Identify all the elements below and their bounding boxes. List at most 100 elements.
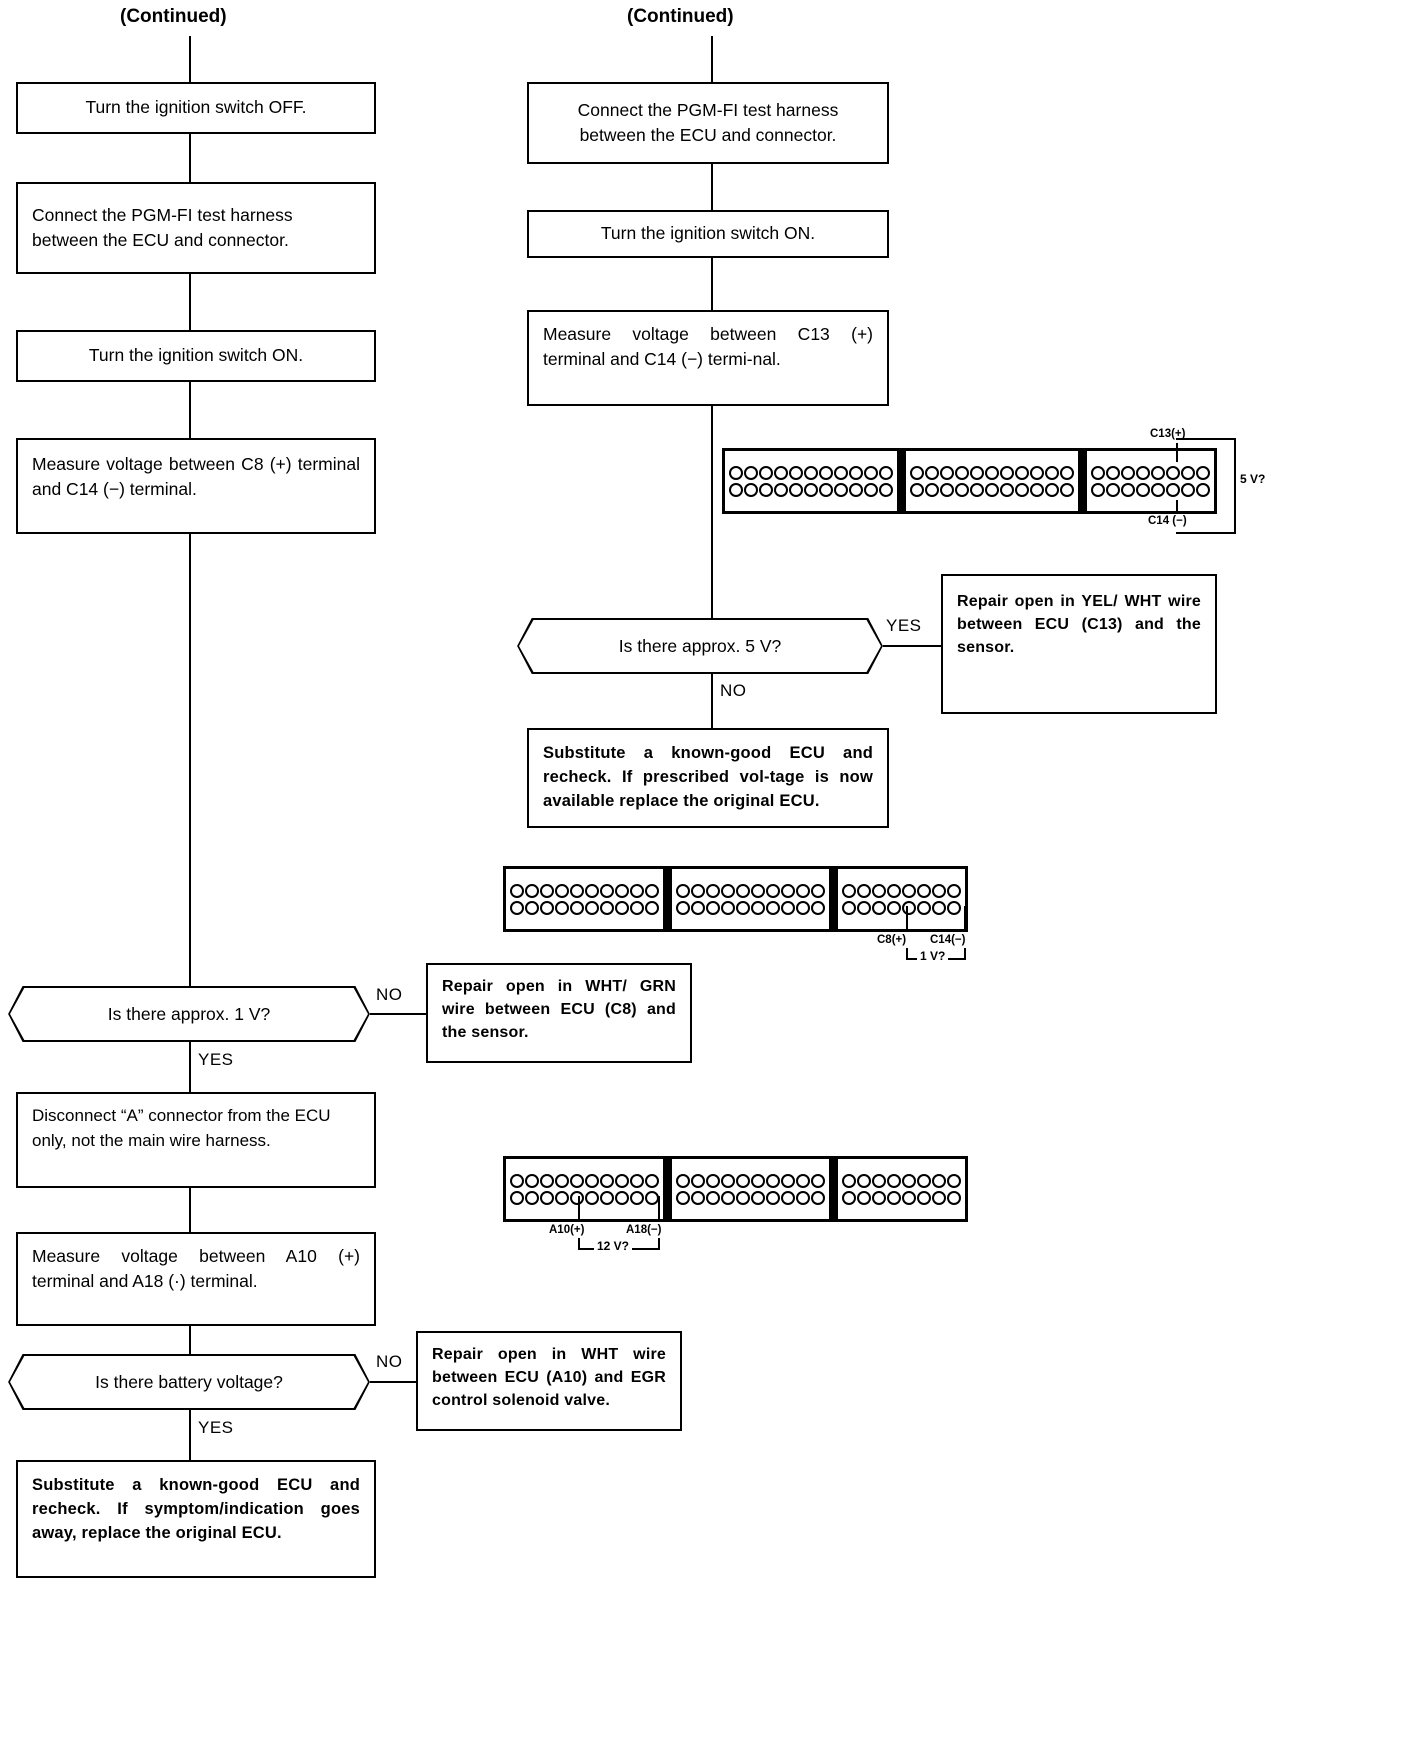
pin	[910, 482, 924, 497]
pin	[510, 1190, 524, 1205]
pin	[1121, 482, 1135, 497]
pin	[887, 1173, 901, 1188]
connector-label-a18-minus: A18(−)	[626, 1224, 662, 1236]
branch-label-5v-no: NO	[720, 681, 747, 700]
pin	[630, 1190, 644, 1205]
branch-line-battery-no	[370, 1381, 416, 1383]
pin-row-top	[842, 1173, 961, 1188]
pin	[585, 1190, 599, 1205]
pin	[1196, 482, 1210, 497]
action-substitute-ecu-final-text: Substitute a known-good ECU and recheck.…	[32, 1476, 360, 1542]
pin	[887, 1190, 901, 1205]
pin	[630, 900, 644, 915]
decision-approx-5v-text: Is there approx. 5 V?	[618, 635, 782, 656]
pin	[774, 465, 788, 480]
pin	[676, 883, 690, 898]
flow-line-left-5	[189, 1188, 191, 1232]
pin	[1060, 465, 1074, 480]
branch-label-battery-yes: YES	[198, 1418, 234, 1437]
pin	[811, 1190, 825, 1205]
measure-label-12v: 12 V?	[594, 1239, 633, 1253]
decision-approx-1v-fill	[10, 988, 368, 1040]
pin	[1136, 465, 1150, 480]
pin	[555, 883, 569, 898]
step-connect-harness-left: Connect the PGM-FI test harness between …	[16, 182, 376, 274]
pin	[744, 465, 758, 480]
pin	[751, 1190, 765, 1205]
action-repair-c13-wire: Repair open in YEL/ WHT wire between ECU…	[941, 574, 1217, 714]
branch-line-1v-no	[370, 1013, 426, 1015]
flow-line-right-3	[711, 406, 713, 618]
pin	[834, 465, 848, 480]
pin	[615, 1173, 629, 1188]
pin	[721, 1190, 735, 1205]
pin	[842, 883, 856, 898]
pin	[902, 883, 916, 898]
pin	[781, 883, 795, 898]
pin	[540, 900, 554, 915]
leader-a10	[578, 1196, 580, 1222]
pin	[849, 465, 863, 480]
branch-label-1v-yes: YES	[198, 1050, 234, 1069]
pin	[706, 900, 720, 915]
pin	[1030, 482, 1044, 497]
pin-row-top	[676, 1173, 825, 1188]
pin	[925, 465, 939, 480]
pin	[510, 1173, 524, 1188]
connector-label-a10-plus: A10(+)	[549, 1224, 585, 1236]
step-turn-ignition-off: Turn the ignition switch OFF.	[16, 82, 376, 134]
pin	[736, 1173, 750, 1188]
flow-line-left-1	[189, 134, 191, 182]
pin	[729, 465, 743, 480]
step-measure-c8-text: Measure voltage between C8 (+) terminal …	[32, 454, 360, 500]
step-measure-c13-text: Measure voltage between C13 (+) terminal…	[543, 324, 873, 370]
connector-c8-c14-segment-3	[838, 869, 965, 929]
pin	[932, 883, 946, 898]
pin	[819, 482, 833, 497]
pin	[864, 482, 878, 497]
pin	[1151, 482, 1165, 497]
pin	[985, 465, 999, 480]
pin	[902, 1190, 916, 1205]
pin	[721, 1173, 735, 1188]
pin	[804, 465, 818, 480]
pin	[857, 883, 871, 898]
pin	[1166, 465, 1180, 480]
pin	[555, 1173, 569, 1188]
pin-row-bottom	[1091, 482, 1210, 497]
measure-label-5v: 5 V?	[1240, 472, 1266, 486]
decision-approx-5v: Is there approx. 5 V?	[517, 618, 883, 674]
pin	[811, 900, 825, 915]
step-disconnect-a-connector-text: Disconnect “A” connector from the ECU on…	[32, 1106, 331, 1150]
decision-battery-voltage-text: Is there battery voltage?	[95, 1371, 283, 1392]
flow-line-right-1	[711, 164, 713, 210]
pin	[842, 1190, 856, 1205]
action-substitute-ecu-final: Substitute a known-good ECU and recheck.…	[16, 1460, 376, 1578]
pin	[796, 900, 810, 915]
action-substitute-ecu-right-text: Substitute a known-good ECU and recheck.…	[543, 744, 873, 810]
step-measure-a10-text: Measure voltage between A10 (+) terminal…	[32, 1246, 360, 1292]
pin	[1166, 482, 1180, 497]
step-turn-ignition-off-text: Turn the ignition switch OFF.	[85, 97, 307, 118]
pin	[789, 465, 803, 480]
connector-c13-c14-segment-3	[1087, 451, 1214, 511]
pin	[1091, 482, 1105, 497]
pin	[925, 482, 939, 497]
pin	[744, 482, 758, 497]
flow-line-right-2	[711, 258, 713, 310]
flow-line-battery-yes	[189, 1410, 191, 1460]
step-measure-c8: Measure voltage between C8 (+) terminal …	[16, 438, 376, 534]
pin	[645, 900, 659, 915]
pin	[1151, 465, 1165, 480]
pin	[540, 883, 554, 898]
pin	[902, 900, 916, 915]
pin	[879, 482, 893, 497]
pin	[872, 1190, 886, 1205]
pin	[1030, 465, 1044, 480]
pin	[917, 883, 931, 898]
measure-bracket-a10-left	[578, 1238, 580, 1250]
connector-divider	[829, 1159, 838, 1219]
pin	[857, 1173, 871, 1188]
decision-approx-5v-fill	[519, 620, 881, 672]
pin	[570, 1173, 584, 1188]
